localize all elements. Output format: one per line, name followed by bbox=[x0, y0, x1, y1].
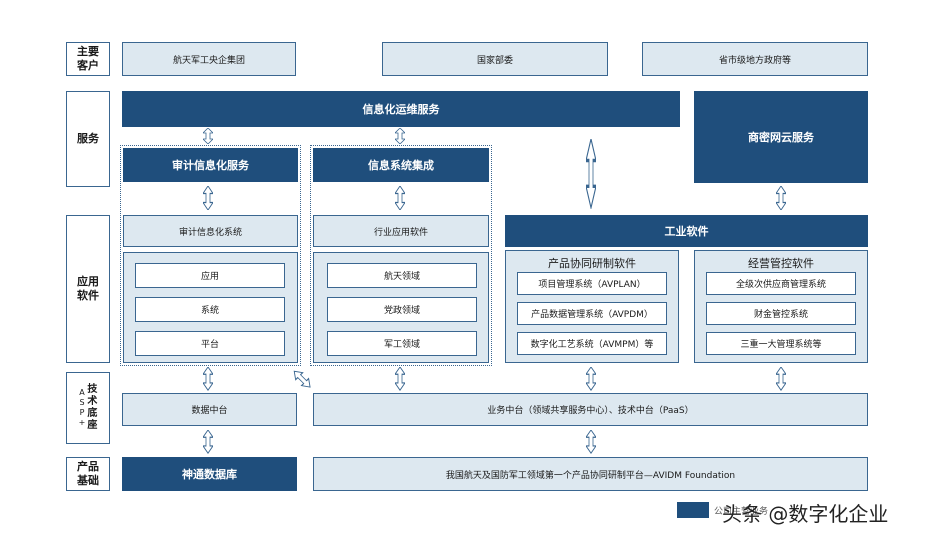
audit-group-outline bbox=[120, 145, 301, 366]
row-label-product: 产品 基础 bbox=[66, 457, 110, 491]
integration-group-outline bbox=[310, 145, 492, 366]
row-label-customers: 主要 客户 bbox=[66, 42, 110, 76]
double-arrow-icon bbox=[586, 139, 596, 209]
row-label-line: 应用 bbox=[77, 275, 99, 288]
audit-item: 系统 bbox=[135, 297, 285, 322]
avidm-foundation: 我国航天及国防军工领域第一个产品协同研制平台—AVIDM Foundation bbox=[313, 457, 868, 491]
row-label-line: 服务 bbox=[77, 132, 99, 145]
tech-sub-char: S bbox=[79, 398, 85, 407]
double-arrow-icon bbox=[586, 367, 596, 391]
customer-aerospace-group: 航天军工央企集团 bbox=[122, 42, 296, 76]
double-arrow-icon bbox=[395, 367, 405, 391]
watermark: 头条 @数字化企业 bbox=[722, 502, 889, 526]
service-ops: 信息化运维服务 bbox=[122, 91, 680, 127]
audit-item: 应用 bbox=[135, 263, 285, 288]
tech-sub-char: P bbox=[79, 408, 85, 417]
double-arrow-icon bbox=[776, 367, 786, 391]
mgmt-title: 经营管控软件 bbox=[748, 257, 814, 270]
audit-item: 平台 bbox=[135, 331, 285, 356]
row-label-line: 软件 bbox=[77, 289, 99, 302]
diagonal-double-arrow-icon bbox=[290, 368, 314, 390]
audit-system-header: 审计信息化系统 bbox=[123, 215, 298, 247]
service-cloud: 商密网云服务 bbox=[694, 91, 868, 183]
shentong-database: 神通数据库 bbox=[122, 457, 297, 491]
tech-main-column: 技 术 底 座 bbox=[87, 384, 97, 432]
customer-local-gov: 省市级地方政府等 bbox=[642, 42, 868, 76]
tech-char: 底 bbox=[87, 408, 98, 419]
pdm-item: 数字化工艺系统（AVMPM）等 bbox=[517, 332, 667, 355]
double-arrow-icon bbox=[395, 128, 405, 144]
double-arrow-icon bbox=[203, 186, 213, 210]
service-integration: 信息系统集成 bbox=[313, 148, 489, 182]
industrial-software-header: 工业软件 bbox=[505, 215, 868, 247]
row-label-tech: A S P + 技 术 底 座 bbox=[66, 372, 110, 444]
double-arrow-icon bbox=[203, 430, 213, 454]
double-arrow-icon bbox=[203, 367, 213, 391]
mgmt-item: 全级次供应商管理系统 bbox=[706, 272, 856, 295]
legend-text: 公司主营业务 bbox=[714, 507, 769, 517]
tech-sub-column: A S P + bbox=[79, 388, 86, 428]
business-platform: 业务中台（领域共享服务中心）、技术中台（PaaS） bbox=[313, 393, 868, 426]
double-arrow-icon bbox=[586, 430, 596, 454]
pdm-item: 项目管理系统（AVPLAN） bbox=[517, 272, 667, 295]
service-audit: 审计信息化服务 bbox=[123, 148, 298, 182]
mgmt-item: 财金管控系统 bbox=[706, 302, 856, 325]
pdm-item: 产品数据管理系统（AVPDM） bbox=[517, 302, 667, 325]
row-label-service: 服务 bbox=[66, 91, 110, 187]
tech-char: 术 bbox=[87, 396, 98, 407]
row-label-line: 客户 bbox=[77, 59, 99, 72]
industry-item: 党政领域 bbox=[327, 297, 477, 322]
tech-char: 座 bbox=[87, 420, 98, 431]
mgmt-item: 三重一大管理系统等 bbox=[706, 332, 856, 355]
double-arrow-icon bbox=[395, 186, 405, 210]
customer-ministries: 国家部委 bbox=[382, 42, 608, 76]
pdm-title: 产品协同研制软件 bbox=[548, 257, 636, 270]
row-label-app: 应用 软件 bbox=[66, 215, 110, 363]
row-label-line: 基础 bbox=[77, 474, 99, 487]
tech-sub-char: A bbox=[79, 388, 85, 397]
industry-software-header: 行业应用软件 bbox=[313, 215, 489, 247]
row-label-line: 产品 bbox=[77, 460, 99, 473]
industry-item: 航天领域 bbox=[327, 263, 477, 288]
tech-char: 技 bbox=[87, 384, 98, 395]
row-label-line: 主要 bbox=[77, 45, 99, 58]
double-arrow-icon bbox=[203, 128, 213, 144]
legend-swatch bbox=[677, 502, 709, 518]
industry-item: 军工领域 bbox=[327, 331, 477, 356]
tech-sub-char: + bbox=[78, 418, 86, 427]
double-arrow-icon bbox=[776, 186, 786, 210]
data-platform: 数据中台 bbox=[122, 393, 297, 426]
